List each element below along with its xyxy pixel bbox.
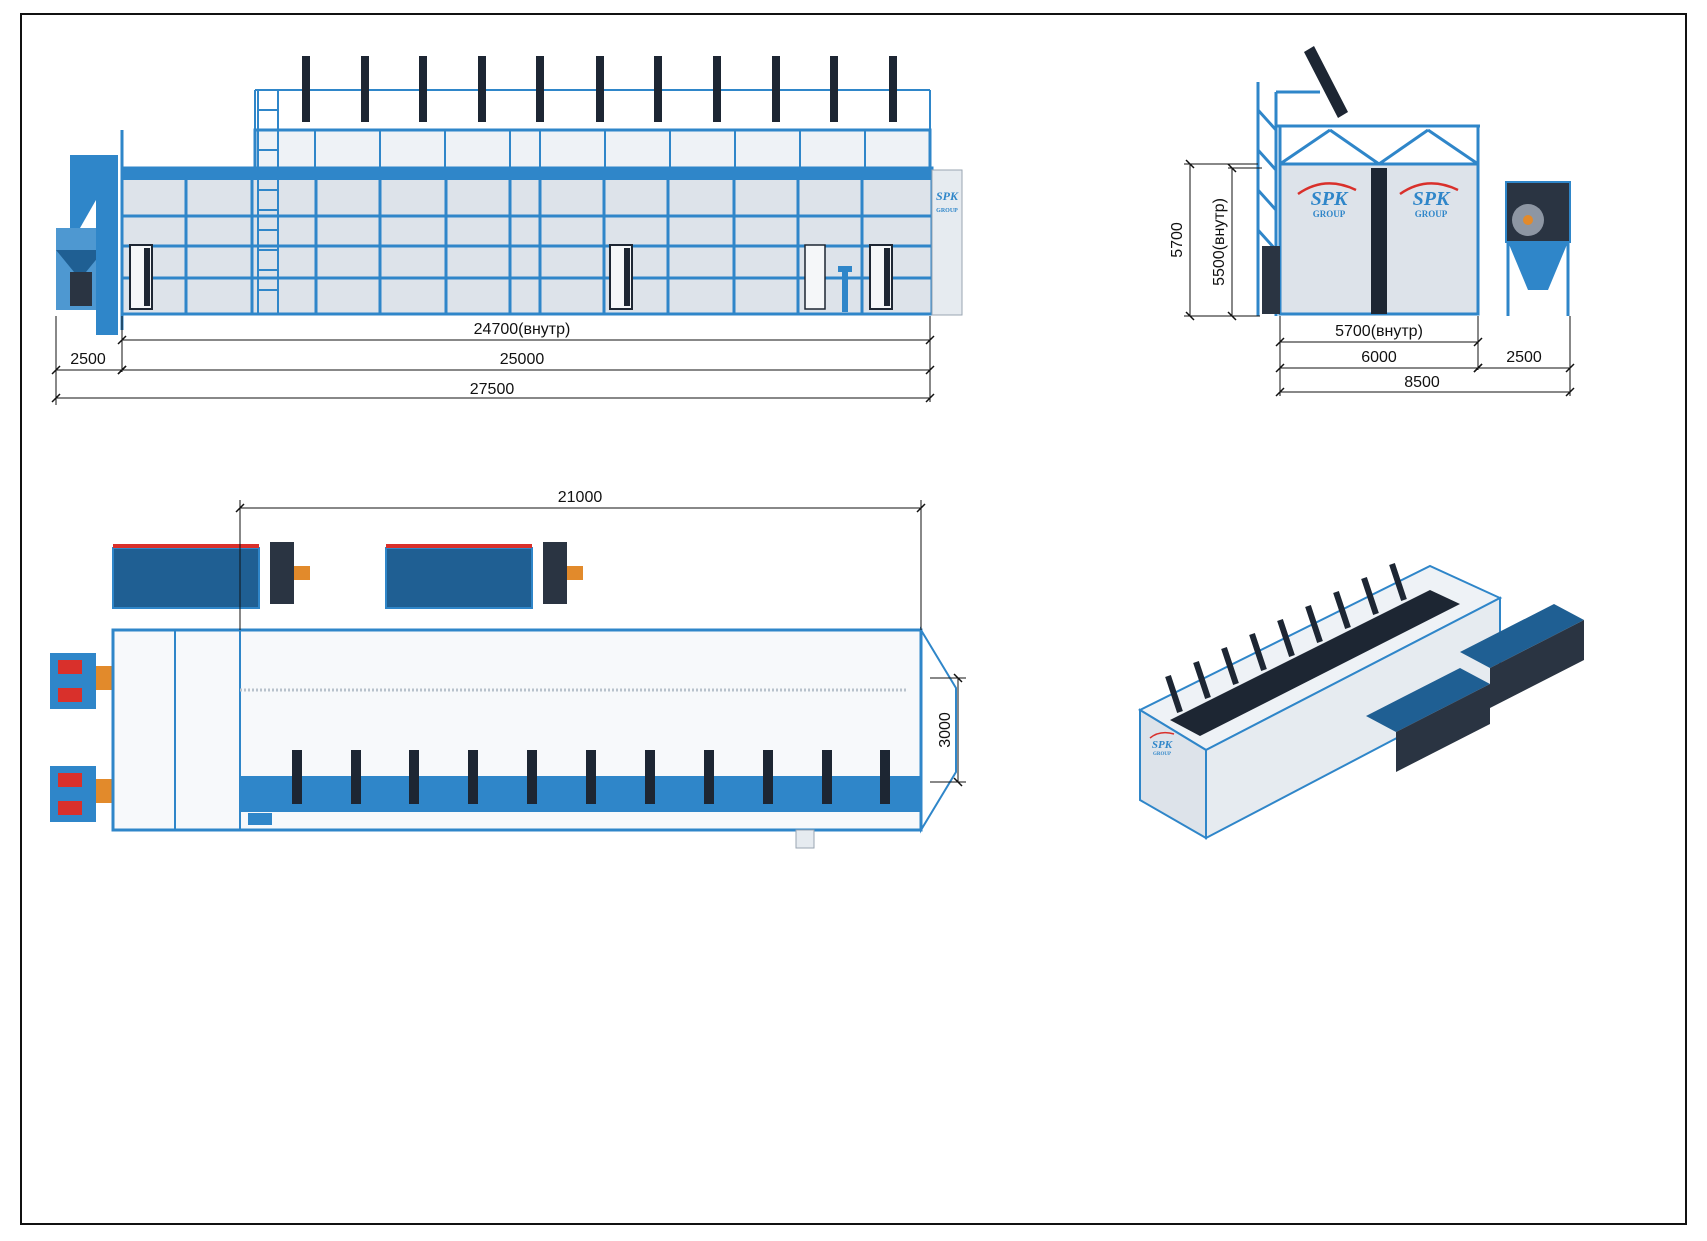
iso-logo-main: SPK <box>1152 739 1173 751</box>
side-filter-unit <box>1505 181 1571 316</box>
dim-total-width: 8500 <box>1404 374 1440 391</box>
plan-dimensions <box>235 500 966 787</box>
front-logo-sub: GROUP <box>936 208 958 214</box>
dim-plan-length: 21000 <box>558 489 603 506</box>
cyclone-filter-unit <box>56 130 124 335</box>
dim-width-inner: 5700(внутр) <box>1335 323 1423 340</box>
isometric-view: SPK GROUP <box>1137 563 1584 840</box>
doors <box>129 244 893 312</box>
side-dimensions <box>1184 159 1575 397</box>
iso-logo-sub: GROUP <box>1153 752 1171 757</box>
side-logo-right-sub: GROUP <box>1415 209 1448 219</box>
side-logo-right-main: SPK <box>1413 188 1451 210</box>
front-dimensions <box>51 316 935 405</box>
drawing-frame <box>20 13 1687 1225</box>
dim-plan-depth: 3000 <box>937 712 954 748</box>
side-logo-left-sub: GROUP <box>1313 209 1346 219</box>
dim-filter-width: 2500 <box>70 351 106 368</box>
exhaust-stacks <box>302 56 897 122</box>
dim-height-outer: 5700 <box>1169 222 1186 258</box>
front-view: SPK GROUP 24700(внутр) 2500 25000 27500 <box>51 56 963 405</box>
dim-unit-width: 2500 <box>1506 349 1542 366</box>
dim-total-length: 27500 <box>470 381 515 398</box>
side-logo-left-main: SPK <box>1311 188 1349 210</box>
side-view: SPK GROUP SPK GROUP 5700 <box>1169 46 1575 397</box>
plan-heater-units <box>50 653 112 822</box>
dim-height-inner: 5500(внутр) <box>1211 198 1228 286</box>
spray-guns <box>292 750 890 804</box>
front-logo-main: SPK <box>936 189 959 203</box>
dim-width-outer: 6000 <box>1361 349 1397 366</box>
plan-view: 21000 3000 <box>50 489 966 849</box>
booth-body: SPK GROUP <box>120 56 963 316</box>
plan-filter-units <box>112 542 583 609</box>
ladder <box>257 90 279 314</box>
dim-inner-length: 24700(внутр) <box>474 321 571 338</box>
dim-booth-length: 25000 <box>500 351 545 368</box>
